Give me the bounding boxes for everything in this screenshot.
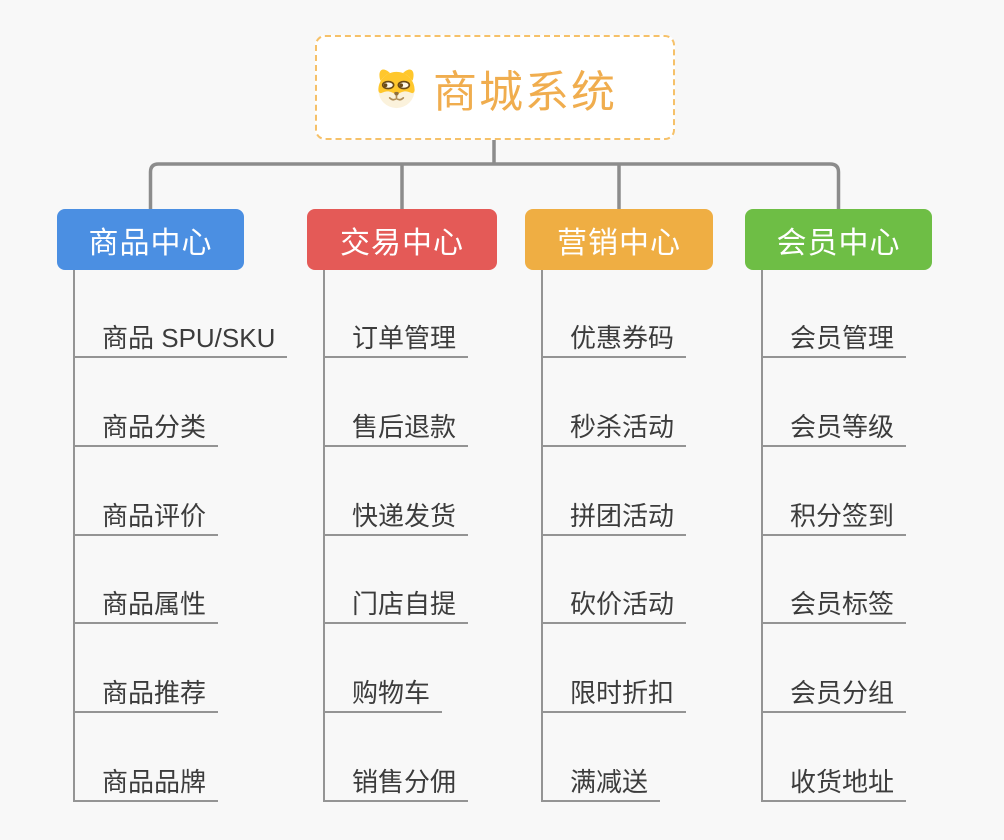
- leaf-node[interactable]: 收货地址: [761, 764, 907, 802]
- leaf-node[interactable]: 会员分组: [761, 675, 907, 713]
- branch-bracket-connector: [148, 162, 841, 210]
- branch-product-center: 商品中心 商品 SPU/SKU 商品分类 商品评价 商品属性 商品推荐 商品品牌: [57, 209, 319, 840]
- leaf-node[interactable]: 购物车: [323, 675, 443, 713]
- leaf-node[interactable]: 商品品牌: [73, 764, 219, 802]
- leaf-node[interactable]: 销售分佣: [323, 764, 469, 802]
- leaf-node[interactable]: 会员管理: [761, 320, 907, 358]
- leaf-node[interactable]: 积分签到: [761, 498, 907, 536]
- leaf-node[interactable]: 门店自提: [323, 586, 469, 624]
- root-node[interactable]: 商城系统: [315, 35, 675, 140]
- leaf-node[interactable]: 会员等级: [761, 409, 907, 447]
- leaf-node[interactable]: 商品 SPU/SKU: [73, 320, 288, 358]
- leaf-node[interactable]: 秒杀活动: [541, 409, 687, 447]
- leaf-node[interactable]: 售后退款: [323, 409, 469, 447]
- leaf-node[interactable]: 商品分类: [73, 409, 219, 447]
- branch-line: [73, 270, 75, 802]
- leaf-node[interactable]: 拼团活动: [541, 498, 687, 536]
- leaf-node[interactable]: 会员标签: [761, 586, 907, 624]
- leaf-node[interactable]: 商品评价: [73, 498, 219, 536]
- branch-node-product-center[interactable]: 商品中心: [57, 209, 244, 270]
- branch-line: [541, 270, 543, 802]
- dog-face-icon: [373, 64, 420, 111]
- root-node-label: 商城系统: [433, 67, 617, 117]
- branch-trade-center: 交易中心 订单管理 售后退款 快递发货 门店自提 购物车 销售分佣: [307, 209, 569, 840]
- leaf-node[interactable]: 商品推荐: [73, 675, 219, 713]
- leaf-node[interactable]: 快递发货: [323, 498, 469, 536]
- leaf-node[interactable]: 订单管理: [323, 320, 469, 358]
- branch-line: [323, 270, 325, 802]
- branch-node-member-center[interactable]: 会员中心: [745, 209, 932, 270]
- branch-member-center: 会员中心 会员管理 会员等级 积分签到 会员标签 会员分组 收货地址: [745, 209, 1004, 840]
- leaf-node[interactable]: 限时折扣: [541, 675, 687, 713]
- branch-node-trade-center[interactable]: 交易中心: [307, 209, 497, 270]
- leaf-node[interactable]: 优惠券码: [541, 320, 687, 358]
- leaf-node[interactable]: 砍价活动: [541, 586, 687, 624]
- branch-line: [761, 270, 763, 802]
- leaf-node[interactable]: 满减送: [541, 764, 661, 802]
- leaf-node[interactable]: 商品属性: [73, 586, 219, 624]
- branch-node-marketing-center[interactable]: 营销中心: [525, 209, 713, 270]
- branch-marketing-center: 营销中心 优惠券码 秒杀活动 拼团活动 砍价活动 限时折扣 满减送: [525, 209, 787, 840]
